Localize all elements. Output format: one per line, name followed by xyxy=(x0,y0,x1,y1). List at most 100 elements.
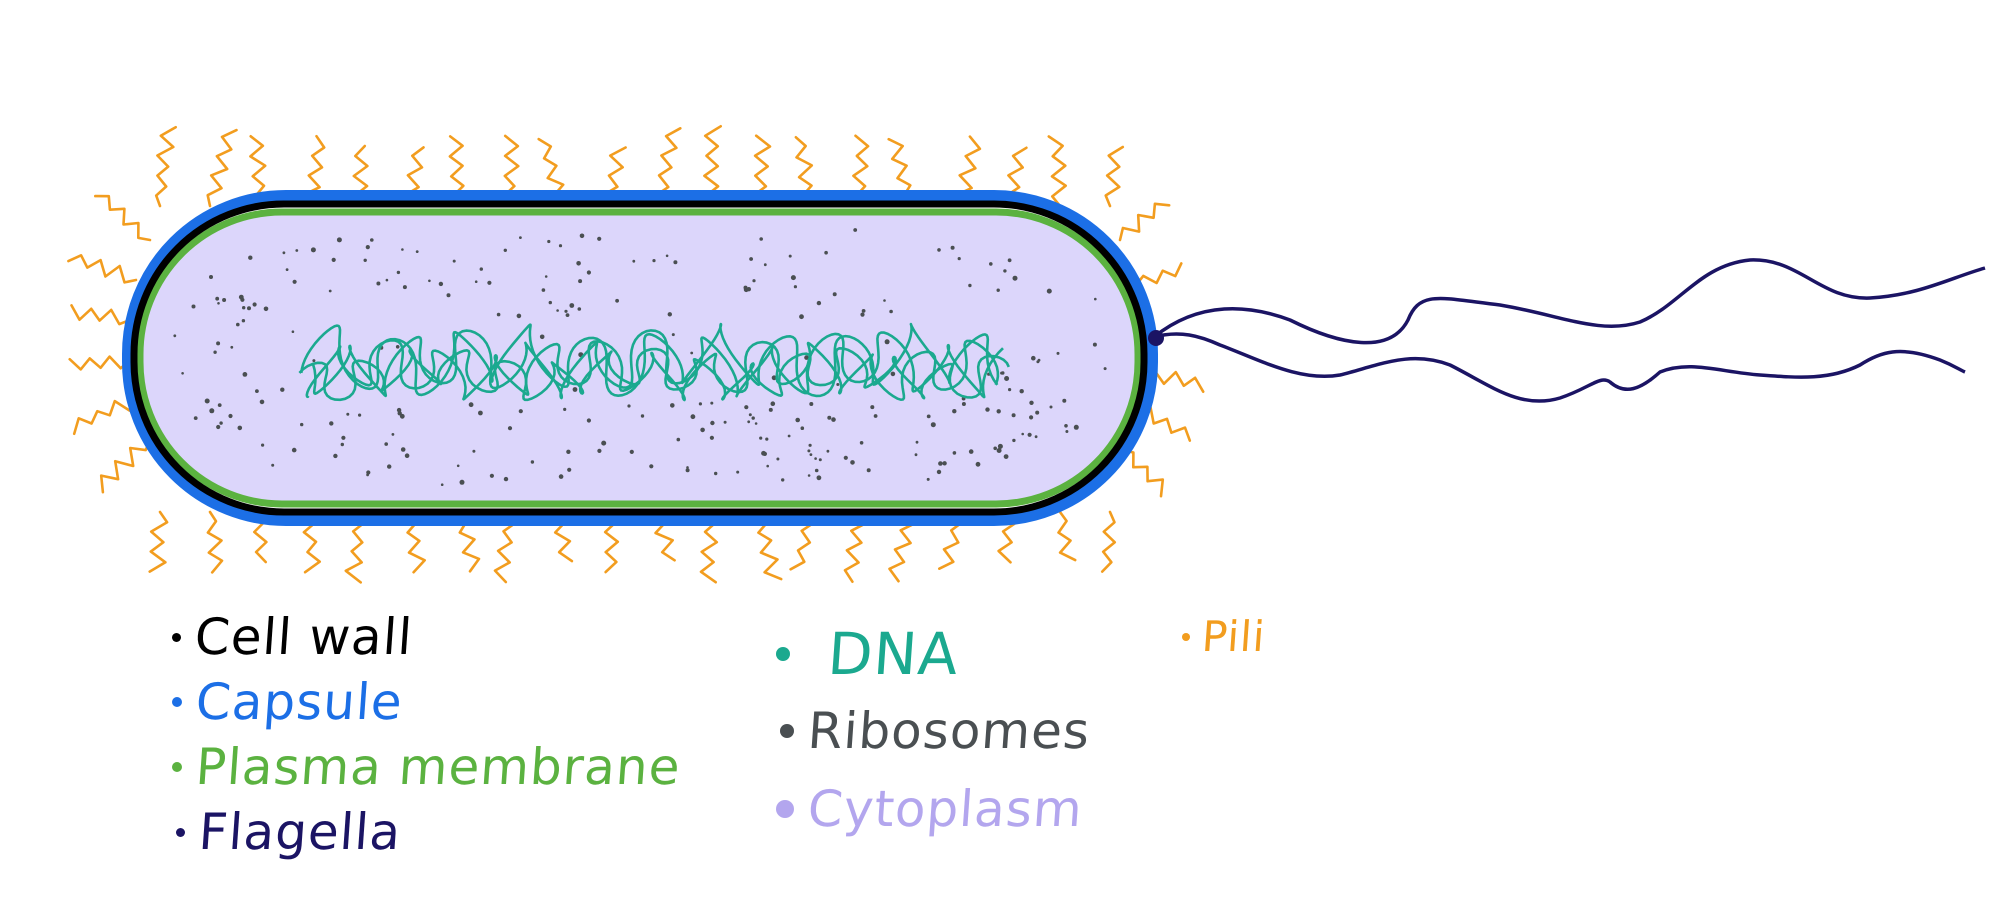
legend-item-capsule: Capsule xyxy=(172,673,405,731)
ribosome xyxy=(217,302,220,305)
legend-bullet xyxy=(172,762,182,772)
legend-item-cytoplasm: Cytoplasm xyxy=(776,780,1085,838)
ribosome xyxy=(579,233,585,239)
ribosome xyxy=(474,280,478,284)
ribosome xyxy=(496,312,501,317)
ribosome xyxy=(601,440,607,446)
pilus xyxy=(1134,262,1183,287)
ribosome xyxy=(861,309,866,313)
ribosome xyxy=(676,437,681,442)
ribosome xyxy=(952,451,957,455)
legend-bullet xyxy=(776,800,794,818)
ribosome xyxy=(578,279,583,284)
ribosome xyxy=(957,257,961,261)
ribosome xyxy=(1065,430,1069,433)
ribosome xyxy=(478,410,483,416)
ribosome xyxy=(1029,415,1034,420)
ribosome xyxy=(1046,288,1052,294)
ribosome xyxy=(1000,371,1004,375)
pilus xyxy=(94,194,152,242)
ribosome xyxy=(563,407,567,411)
ribosome xyxy=(670,403,675,408)
ribosome xyxy=(358,413,362,417)
ribosome xyxy=(518,409,523,414)
ribosome xyxy=(586,270,592,275)
ribosome xyxy=(312,359,316,363)
ribosome xyxy=(816,475,822,481)
pilus xyxy=(206,510,224,574)
ribosome xyxy=(826,449,830,453)
ribosome xyxy=(576,261,581,266)
ribosome xyxy=(280,387,285,392)
ribosome xyxy=(558,474,564,479)
ribosome xyxy=(808,443,812,447)
ribosome xyxy=(765,437,769,441)
ribosome xyxy=(446,293,451,298)
ribosome xyxy=(479,267,483,271)
ribosome xyxy=(629,449,634,454)
legend-item-plasma-membrane: Plasma membrane xyxy=(172,738,683,796)
ribosome xyxy=(402,285,407,290)
ribosome xyxy=(291,447,297,453)
ribosome xyxy=(763,263,767,267)
ribosome xyxy=(547,239,551,244)
legend-label-capsule: Capsule xyxy=(193,673,405,731)
ribosome xyxy=(215,296,220,301)
ribosome xyxy=(548,300,552,305)
ribosome xyxy=(541,288,546,292)
ribosome xyxy=(799,314,804,320)
ribosome xyxy=(800,426,805,431)
ribosome xyxy=(1021,432,1024,436)
flagellum xyxy=(1153,332,1966,403)
ribosome xyxy=(216,341,221,346)
ribosome xyxy=(181,372,184,375)
ribosome xyxy=(384,442,389,446)
ribosome xyxy=(1011,413,1016,418)
pilus xyxy=(154,125,177,208)
ribosome xyxy=(1029,400,1034,405)
pilus xyxy=(99,438,152,494)
plasma-membrane xyxy=(136,208,1142,508)
ribosome xyxy=(968,283,972,288)
ribosome xyxy=(173,334,177,338)
ribosome xyxy=(228,413,233,419)
ribosome xyxy=(873,414,878,418)
ribosome xyxy=(860,312,865,317)
legend-bullet xyxy=(776,647,790,661)
legend-bullet xyxy=(172,632,181,642)
ribosome xyxy=(937,248,941,252)
legend-item-flagella: Flagella xyxy=(176,803,404,861)
ribosome xyxy=(952,409,957,414)
ribosome xyxy=(259,399,265,405)
pilus xyxy=(206,128,238,208)
ribosome xyxy=(1056,351,1060,355)
ribosome xyxy=(328,289,332,293)
ribosome xyxy=(759,237,763,241)
ribosome xyxy=(975,461,981,467)
ribosome xyxy=(569,303,575,308)
ribosome xyxy=(686,466,689,469)
ribosome xyxy=(747,420,751,424)
ribosome xyxy=(489,473,494,478)
ribosome xyxy=(936,469,942,475)
ribosome xyxy=(516,313,522,319)
ribosome xyxy=(363,258,367,262)
ribosome xyxy=(768,407,773,412)
ribosome xyxy=(673,260,678,265)
ribosome xyxy=(883,299,886,302)
ribosome xyxy=(795,417,800,423)
ribosome xyxy=(968,449,974,454)
ribosome xyxy=(365,245,370,250)
ribosome xyxy=(567,467,572,472)
ribosome xyxy=(816,300,822,306)
ribosome xyxy=(771,375,777,381)
ribosome xyxy=(242,372,248,377)
ribosome xyxy=(709,435,715,440)
ribosome xyxy=(191,304,196,309)
flagellum-basal-body xyxy=(1148,330,1164,346)
ribosome xyxy=(452,259,456,263)
legend-label-flagella: Flagella xyxy=(196,803,404,861)
ribosome xyxy=(346,412,350,416)
ribosome xyxy=(428,279,431,283)
ribosome xyxy=(809,453,813,456)
